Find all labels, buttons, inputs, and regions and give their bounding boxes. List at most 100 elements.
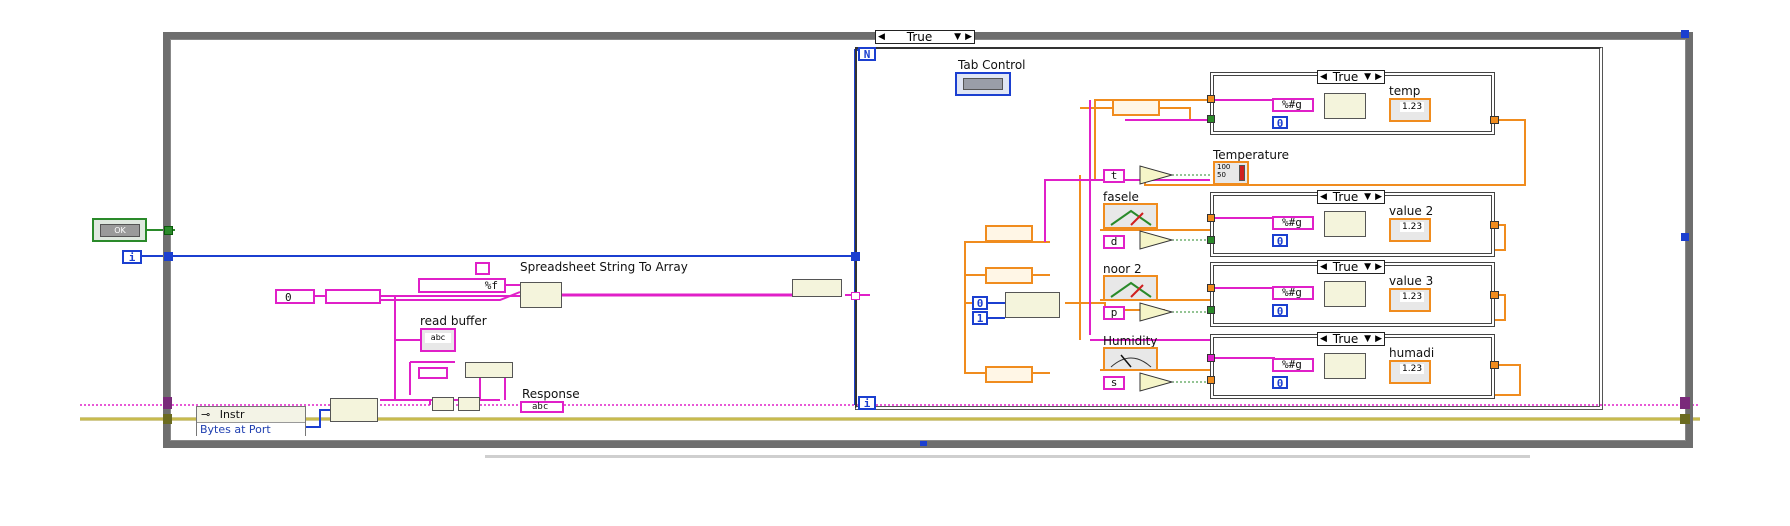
fasele-gauge[interactable]: [1103, 203, 1158, 229]
format-into-string-node[interactable]: [1324, 353, 1366, 379]
tab-control-terminal[interactable]: [955, 72, 1011, 96]
decrement-arrow-icon[interactable]: ◀: [1320, 334, 1327, 344]
inner-numeric-indicator[interactable]: 1.23: [1389, 288, 1431, 312]
stop-button-face: OK: [100, 224, 140, 237]
tunnel-left-bottom: [163, 397, 172, 409]
decrement-arrow-icon[interactable]: ◀: [1320, 262, 1327, 272]
inner-tunnel: [1207, 214, 1215, 222]
decrement-arrow-icon[interactable]: ◀: [878, 32, 885, 42]
noor2-gauge[interactable]: [1103, 275, 1158, 301]
inner-case-structure[interactable]: ◀ True ▼ ▶ %#g 0 humadi 1.23: [1210, 332, 1495, 399]
concat-node[interactable]: [458, 397, 480, 411]
decrement-arrow-icon[interactable]: ◀: [1320, 72, 1327, 82]
temperature-indicator[interactable]: 100 50: [1213, 161, 1249, 185]
inner-case-structure[interactable]: ◀ True ▼ ▶ %#g 0 temp 1.23: [1210, 70, 1495, 135]
dropdown-arrow-icon[interactable]: ▼: [1364, 192, 1372, 202]
increment-arrow-icon[interactable]: ▶: [965, 32, 972, 42]
key-icon: ⊸: [201, 408, 211, 421]
inner-case-selector-label: True: [1332, 260, 1359, 274]
increment-arrow-icon[interactable]: ▶: [1375, 192, 1382, 202]
inner-case-selector-label: True: [1332, 332, 1359, 346]
humidity-gauge[interactable]: [1103, 347, 1158, 371]
format-constant: %#g: [1272, 286, 1314, 300]
select-node[interactable]: [465, 362, 513, 378]
format-into-string-node[interactable]: [1324, 281, 1366, 307]
constant-s: s: [1103, 376, 1125, 390]
constant-d: d: [1103, 235, 1125, 249]
comparator-s: [1139, 372, 1174, 392]
tunnel-right-err: [1680, 414, 1690, 424]
format-constant: %#g: [1272, 98, 1314, 112]
spreadsheet-string-to-array-node[interactable]: [520, 282, 562, 308]
visa-class-text: Instr: [219, 408, 245, 421]
inner-tunnel: [1207, 95, 1215, 103]
humidity-label: Humidity: [1103, 334, 1158, 348]
response-indicator-text: abc: [532, 402, 549, 412]
stop-button-terminal[interactable]: OK: [92, 218, 147, 242]
delimiter-constant: [325, 289, 381, 304]
precision-constant: 0: [1272, 376, 1288, 390]
format-string-constant-text: %f: [484, 279, 498, 292]
inner-case-selector-label: True: [1332, 190, 1359, 204]
green-tunnel-stop: [164, 226, 173, 235]
meter-icon: [1110, 354, 1152, 368]
for-loop[interactable]: [855, 47, 1603, 410]
visa-property-node[interactable]: ⊸ Instr Bytes at Port: [196, 406, 306, 436]
inner-tunnel: [1207, 115, 1215, 123]
inner-case-selector[interactable]: ◀ True ▼ ▶: [1317, 260, 1385, 274]
decrement-arrow-icon[interactable]: ◀: [1320, 192, 1327, 202]
dropdown-arrow-icon[interactable]: ▼: [1364, 72, 1372, 82]
temperature-label: Temperature: [1213, 148, 1290, 162]
inner-tunnel-right: [1490, 361, 1499, 369]
index-array-node[interactable]: [1005, 292, 1060, 318]
inner-indicator-label: temp: [1389, 84, 1421, 98]
format-into-string-node[interactable]: [1324, 211, 1366, 237]
precision-constant: 0: [1272, 234, 1288, 248]
dropdown-arrow-icon[interactable]: ▼: [1364, 262, 1372, 272]
outer-case-selector[interactable]: ◀ True ▼ ▶: [875, 30, 975, 44]
tunnel-right-bottom: [1680, 397, 1690, 409]
read-buffer-indicator[interactable]: abc: [420, 328, 456, 352]
inner-case-selector[interactable]: ◀ True ▼ ▶: [1317, 70, 1385, 84]
increment-arrow-icon[interactable]: ▶: [1375, 262, 1382, 272]
for-loop-count-terminal: N: [858, 47, 876, 61]
outer-case-selector-label: True: [906, 30, 933, 44]
visa-read-node[interactable]: [330, 398, 378, 422]
index-array-node-left[interactable]: [792, 279, 842, 297]
for-loop-tunnel-i: [851, 252, 860, 261]
format-constant-text: %#g: [1282, 98, 1302, 111]
dropdown-arrow-icon[interactable]: ▼: [954, 32, 962, 42]
spreadsheet-label: Spreadsheet String To Array: [520, 260, 688, 274]
increment-arrow-icon[interactable]: ▶: [1375, 334, 1382, 344]
tab-control-icon: [963, 78, 1003, 90]
inner-case-selector[interactable]: ◀ True ▼ ▶: [1317, 332, 1385, 346]
format-constant: %#g: [1272, 358, 1314, 372]
constant-p: p: [1103, 306, 1125, 320]
inner-numeric-indicator[interactable]: 1.23: [1389, 360, 1431, 384]
format-constant-text: %#g: [1282, 216, 1302, 229]
format-into-string-node[interactable]: [1324, 93, 1366, 119]
increment-arrow-icon[interactable]: ▶: [1375, 72, 1382, 82]
inner-case-structure[interactable]: ◀ True ▼ ▶ %#g 0 value 2 1.23: [1210, 190, 1495, 257]
constant-t: t: [1103, 169, 1125, 183]
comparator-p: [1139, 302, 1174, 322]
inner-case-selector[interactable]: ◀ True ▼ ▶: [1317, 190, 1385, 204]
inner-numeric-indicator[interactable]: 1.23: [1389, 98, 1431, 122]
response-label: Response: [522, 387, 580, 401]
temperature-scale-50: 50: [1217, 171, 1226, 179]
fasele-label: fasele: [1103, 190, 1139, 204]
match-pattern-node[interactable]: [432, 397, 454, 411]
noor2-label: noor 2: [1103, 262, 1142, 276]
comparator-t: [1139, 165, 1174, 185]
dropdown-arrow-icon[interactable]: ▼: [1364, 334, 1372, 344]
visa-class-row: ⊸ Instr: [197, 407, 305, 422]
inner-numeric-indicator[interactable]: 1.23: [1389, 218, 1431, 242]
inner-indicator-value: 1.23: [1400, 364, 1425, 374]
scrollbar-bottom[interactable]: [485, 455, 1530, 458]
number-constant-2: [985, 225, 1033, 242]
tunnel-right-mid: [1681, 233, 1689, 241]
response-indicator[interactable]: abc: [520, 401, 564, 413]
constant-p-text: p: [1110, 306, 1118, 319]
inner-case-structure[interactable]: ◀ True ▼ ▶ %#g 0 value 3 1.23: [1210, 260, 1495, 327]
